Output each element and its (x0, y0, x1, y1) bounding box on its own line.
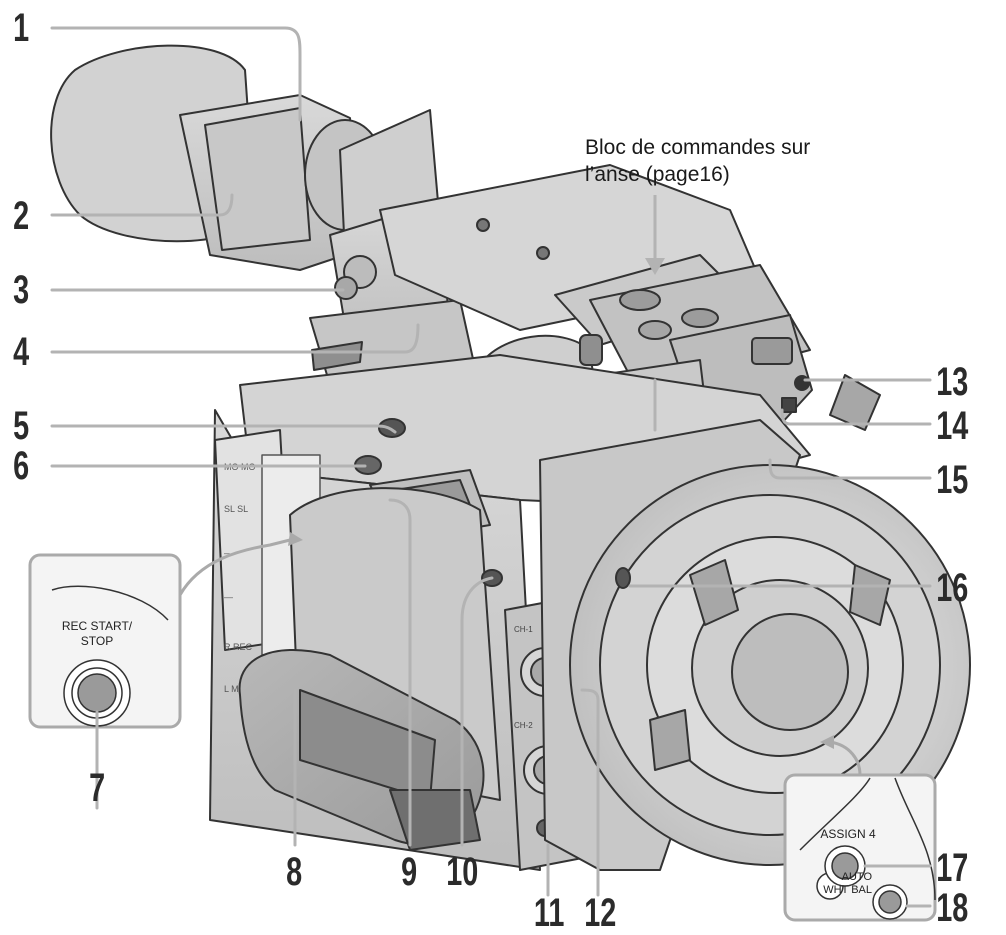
assign4-label: ASSIGN 4 (820, 827, 876, 841)
rec-start-stop-label-2: STOP (81, 634, 113, 648)
svg-text:SL SL: SL SL (224, 504, 248, 514)
callout-5: 5 (13, 404, 30, 448)
leader-lines (50, 26, 932, 908)
svg-text:R REC: R REC (224, 642, 253, 652)
callout-18: 18 (936, 886, 969, 930)
note-arrow (645, 258, 665, 275)
assign4-button (831, 852, 859, 880)
handle-control-note: Bloc de commandes sur l’anse (page16) (585, 134, 905, 188)
svg-text:L MAN: L MAN (224, 684, 251, 694)
callout-10: 10 (446, 850, 479, 894)
note-line-1: Bloc de commandes sur (585, 136, 811, 159)
camcorder-drawing: MO MO SL SL — — R REC L MAN CH-1 CH- (50, 44, 971, 871)
svg-text:—: — (224, 548, 233, 558)
callout-7: 7 (89, 766, 106, 810)
callout-14: 14 (936, 404, 969, 448)
svg-text:—: — (224, 592, 233, 602)
callout-9: 9 (401, 850, 418, 894)
note-line-2: l’anse (page16) (585, 163, 730, 186)
callout-3: 3 (13, 268, 30, 312)
callout-17: 17 (936, 846, 969, 890)
callout-16: 16 (936, 566, 969, 610)
rec-start-stop-button (77, 673, 117, 713)
svg-text:CH-2: CH-2 (514, 721, 533, 730)
callout-1: 1 (13, 6, 30, 50)
callout-2: 2 (13, 194, 30, 238)
callout-4: 4 (13, 330, 30, 374)
callout-15: 15 (936, 458, 969, 502)
callout-12: 12 (584, 891, 617, 935)
rec-start-stop-label-1: REC START/ (62, 619, 133, 633)
auto-wht-bal-label-2: WHT BAL (823, 884, 872, 896)
callout-8: 8 (286, 850, 303, 894)
callout-6: 6 (13, 444, 30, 488)
svg-text:CH-1: CH-1 (514, 625, 533, 634)
auto-wht-bal-label-1: AUTO (842, 871, 873, 883)
callout-13: 13 (936, 360, 969, 404)
callout-11: 11 (533, 891, 565, 935)
auto-wht-bal-button (878, 890, 902, 914)
inset-assign-awb (783, 773, 937, 922)
